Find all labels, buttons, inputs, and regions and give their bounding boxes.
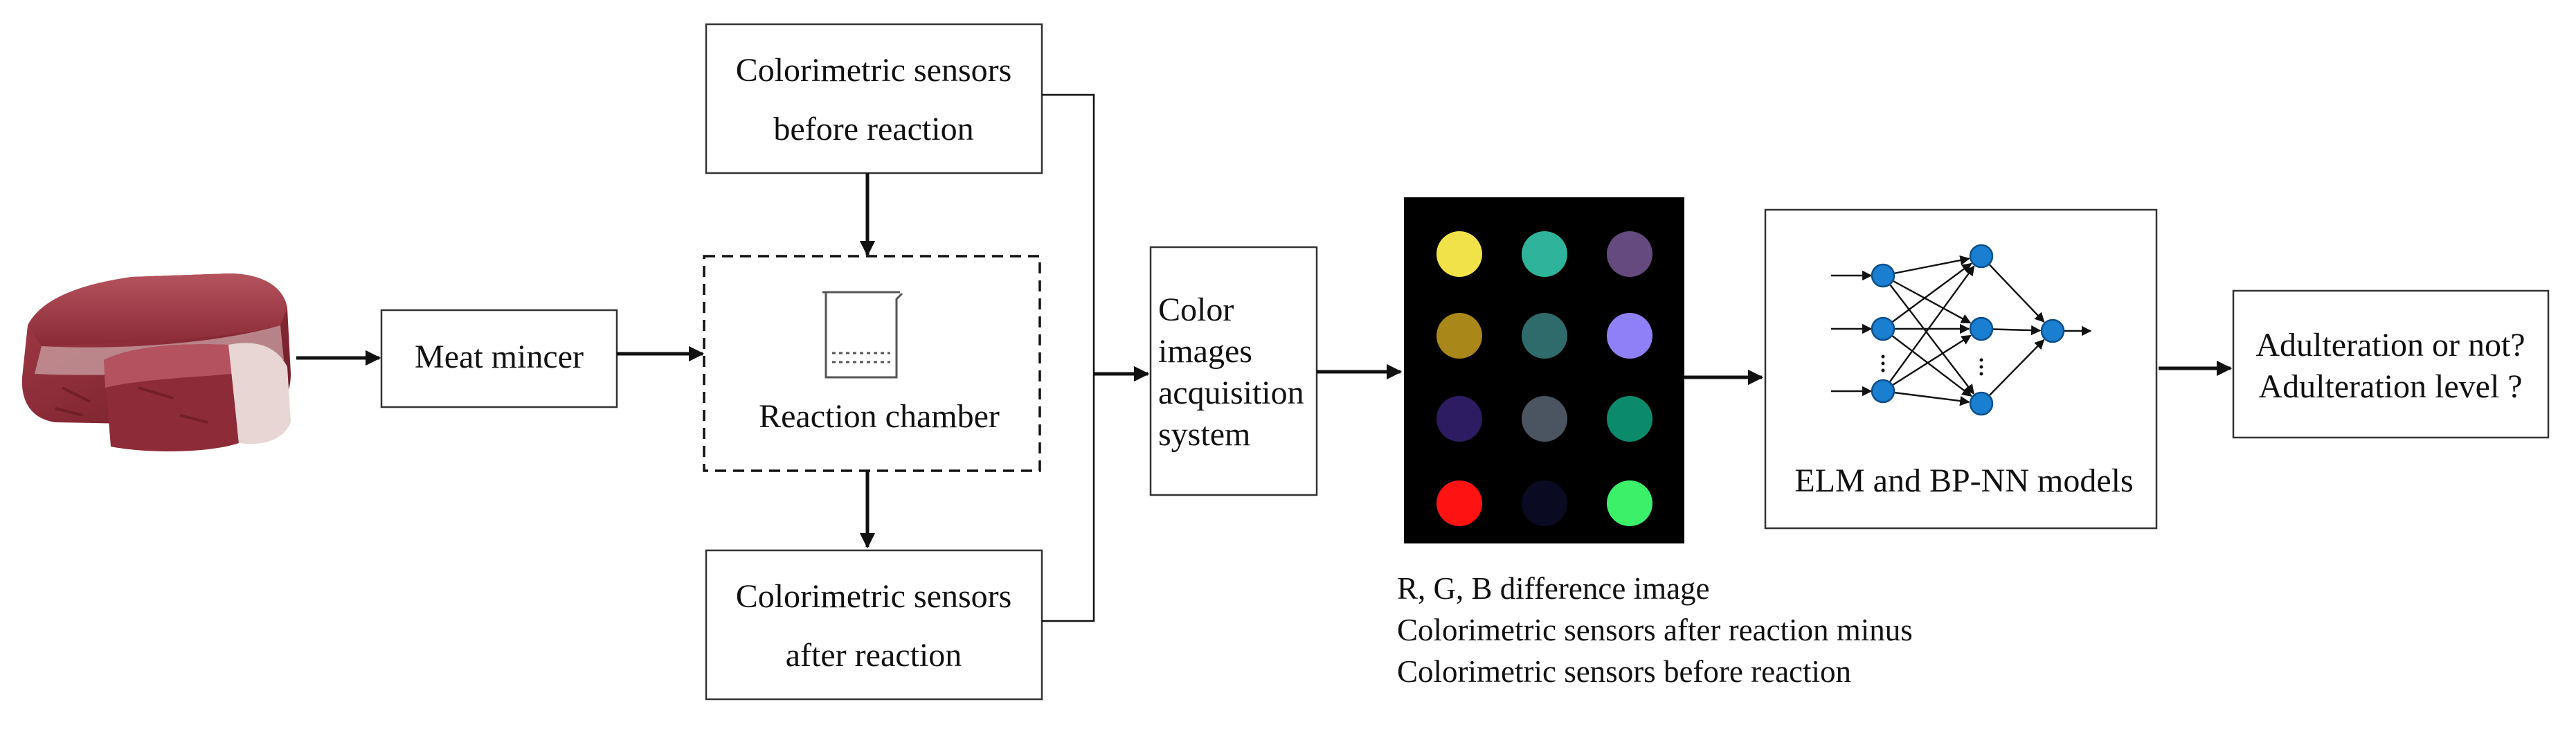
nn-node (1969, 316, 1994, 341)
nn-edge (1981, 339, 2045, 404)
nn-edge (1882, 265, 1975, 392)
beaker-icon (822, 291, 903, 379)
acquisition-system-box (1149, 246, 1318, 496)
sensor-spot-r2-c3 (1607, 313, 1652, 359)
neural-network-icon (1831, 244, 2092, 416)
sensor-spot-r3-c3 (1607, 396, 1652, 442)
nn-ellipsis-dot (1881, 368, 1885, 372)
nn-ellipsis-dot (1979, 372, 1983, 376)
meat-mincer-label: Meat mincer (415, 339, 584, 375)
sensors-before-label-line1: Colorimetric sensors (736, 52, 1012, 89)
models-label: ELM and BP-NN models (1794, 462, 2133, 499)
raw-meat-image (21, 273, 291, 451)
difference-caption-line3: Colorimetric sensors before reaction (1397, 654, 1851, 689)
output-label-line1: Adulteration or not? (2255, 327, 2525, 363)
acquisition-label-line1: Color (1158, 291, 1234, 328)
nn-edge (1882, 255, 1970, 277)
nn-edge (1882, 390, 1970, 406)
sensors-before-box (705, 23, 1043, 174)
nn-node (2040, 318, 2065, 343)
nn-node (1871, 263, 1895, 288)
nn-edge (1882, 275, 1974, 395)
nn-edge (1882, 274, 1972, 324)
sensor-spot-r4-c1 (1436, 480, 1482, 526)
sensor-spot-r3-c1 (1436, 396, 1482, 442)
difference-image-spots (1436, 231, 1652, 526)
output-label-line2: Adulteration level ? (2258, 368, 2522, 405)
nn-edge (1981, 255, 2045, 323)
acquisition-label-line3: acquisition (1158, 375, 1304, 411)
difference-caption-line2: Colorimetric sensors after reaction minu… (1397, 613, 1913, 647)
sensor-spot-r3-c2 (1522, 396, 1567, 442)
sensor-spot-r2-c2 (1522, 313, 1567, 359)
nn-ellipsis-dot (1881, 354, 1885, 359)
sensors-after-box (705, 549, 1043, 701)
sensors-after-label-line1: Colorimetric sensors (736, 578, 1012, 615)
nn-edge (1882, 334, 1972, 393)
nn-node (1871, 316, 1895, 341)
output-box (2232, 289, 2550, 439)
nn-node (1969, 244, 1994, 269)
meat-mincer-box (380, 309, 618, 408)
reaction-chamber-box (703, 255, 1041, 472)
sensor-spot-r1-c2 (1522, 231, 1567, 277)
acquisition-label-line2: images (1158, 333, 1252, 370)
bracket-connector (1042, 93, 1095, 622)
sensor-spot-r4-c3 (1607, 480, 1652, 526)
sensor-spot-r1-c1 (1436, 231, 1482, 277)
acquisition-label-line4: system (1158, 416, 1250, 453)
nn-edge (1882, 262, 1972, 330)
sensor-spot-r2-c1 (1436, 313, 1482, 359)
sensor-spot-r4-c2 (1522, 480, 1567, 526)
nn-node (1871, 379, 1895, 404)
reaction-chamber-label: Reaction chamber (759, 398, 1000, 435)
nn-node (1969, 391, 1994, 416)
nn-ellipsis-dot (1881, 361, 1885, 366)
nn-ellipsis-dot (1979, 358, 1983, 362)
sensors-after-label-line2: after reaction (786, 637, 962, 674)
difference-caption-line1: R, G, B difference image (1397, 571, 1710, 606)
nn-ellipsis-dot (1979, 365, 1983, 369)
sensors-before-label-line2: before reaction (773, 111, 973, 147)
sensor-spot-r1-c3 (1607, 231, 1652, 277)
